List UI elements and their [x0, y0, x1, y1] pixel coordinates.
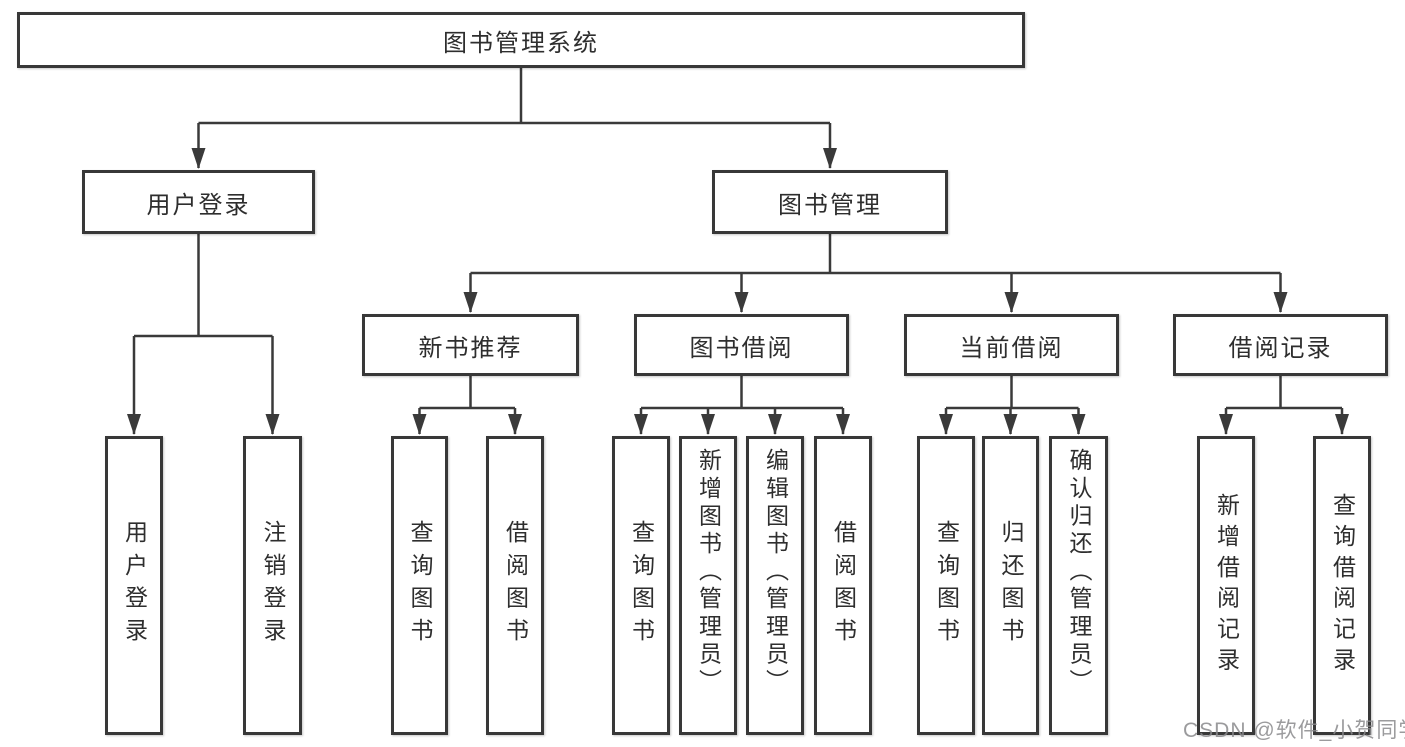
edge-root-to-level2 [191, 68, 837, 169]
node-leaf-query-books-3: 查询图书 [917, 436, 975, 735]
edge-borrow-records-children [1219, 376, 1349, 435]
edge-user-login-children [127, 234, 280, 435]
node-leaf-return-books-label: 归还图书 [998, 520, 1024, 651]
node-borrow-records-label: 借阅记录 [1228, 334, 1333, 362]
node-leaf-borrow-books-1: 借阅图书 [486, 436, 544, 735]
node-leaf-query-borrow-record: 查询借阅记录 [1313, 436, 1371, 735]
node-root: 图书管理系统 [17, 12, 1025, 68]
node-leaf-confirm-return-label: 确认归还（管理员） [1066, 448, 1092, 697]
node-new-book-recommend-label: 新书推荐 [418, 334, 523, 362]
node-book-borrow-label: 图书借阅 [689, 334, 794, 362]
edge-current-borrow-children [939, 376, 1086, 435]
node-leaf-add-books-label: 新增图书（管理员） [695, 448, 722, 697]
node-leaf-query-books-2-label: 查询图书 [628, 520, 655, 651]
node-leaf-query-books-1-label: 查询图书 [407, 520, 433, 651]
node-book-management-label: 图书管理 [778, 191, 882, 219]
node-book-management: 图书管理 [712, 170, 948, 234]
node-leaf-add-borrow-record-label: 新增借阅记录 [1213, 493, 1240, 678]
node-leaf-logout: 注销登录 [243, 436, 302, 735]
node-user-login-label: 用户登录 [146, 191, 251, 219]
node-leaf-add-books: 新增图书（管理员） [679, 436, 737, 735]
node-leaf-user-login-label: 用户登录 [121, 520, 148, 651]
node-leaf-edit-books: 编辑图书（管理员） [746, 436, 804, 735]
node-current-borrow-label: 当前借阅 [959, 334, 1064, 362]
node-leaf-return-books: 归还图书 [982, 436, 1039, 735]
node-leaf-user-login: 用户登录 [105, 436, 163, 735]
node-leaf-confirm-return: 确认归还（管理员） [1049, 436, 1108, 735]
node-borrow-records: 借阅记录 [1173, 314, 1388, 376]
watermark: CSDN @软件_小贺同学 [1183, 719, 1405, 742]
node-leaf-borrow-books-2: 借阅图书 [814, 436, 872, 735]
node-leaf-add-borrow-record: 新增借阅记录 [1197, 436, 1255, 735]
node-leaf-borrow-books-1-label: 借阅图书 [502, 520, 529, 651]
node-new-book-recommend: 新书推荐 [362, 314, 579, 376]
node-leaf-query-books-2: 查询图书 [612, 436, 670, 735]
node-leaf-logout-label: 注销登录 [260, 520, 286, 651]
node-root-label: 图书管理系统 [443, 29, 599, 57]
edge-book-management-children [463, 234, 1288, 313]
node-leaf-query-books-1: 查询图书 [391, 436, 448, 735]
edge-book-borrow-children [634, 376, 850, 435]
edge-new-book-recommend-children [412, 376, 522, 435]
node-leaf-query-borrow-record-label: 查询借阅记录 [1329, 493, 1356, 678]
node-leaf-query-books-3-label: 查询图书 [933, 520, 960, 651]
node-current-borrow: 当前借阅 [904, 314, 1119, 376]
node-leaf-borrow-books-2-label: 借阅图书 [830, 520, 857, 651]
node-user-login: 用户登录 [82, 170, 315, 234]
node-leaf-edit-books-label: 编辑图书（管理员） [762, 448, 789, 697]
node-book-borrow: 图书借阅 [634, 314, 849, 376]
